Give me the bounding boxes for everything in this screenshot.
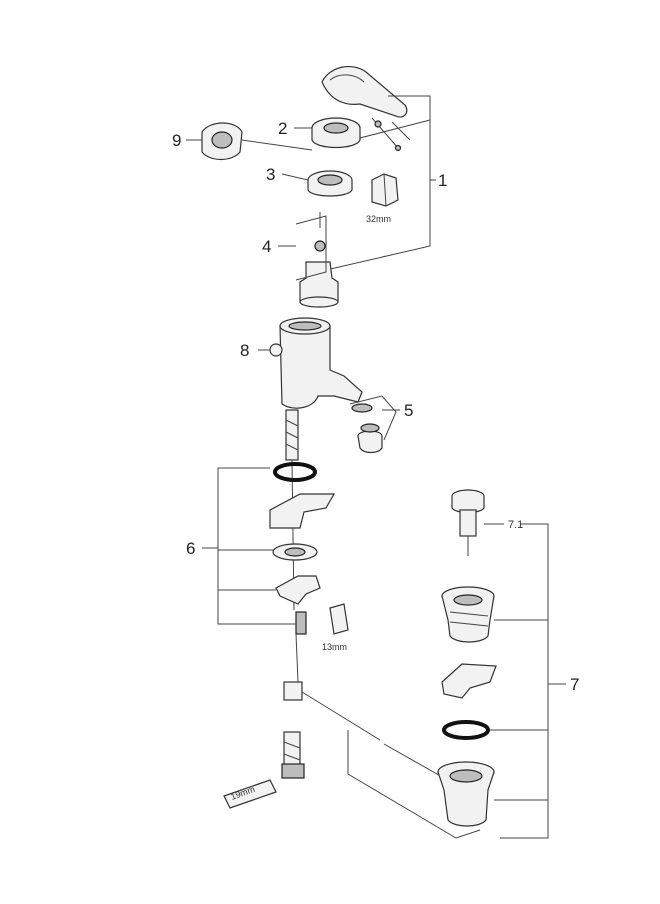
label-2: 2 [278,119,287,138]
threaded-stud [285,409,299,611]
horseshoe-washer [269,493,336,529]
handle-screw-set [371,117,411,152]
label-1: 1 [438,171,447,190]
lift-rod-lower [383,743,445,779]
popup-plug-7-1 [451,489,485,556]
o-ring-7 [442,720,490,740]
label-5: 5 [404,401,413,420]
rod-clamp [283,681,303,701]
dimension-32mm: 32mm [366,214,391,224]
pull-rod [295,633,299,683]
label-4: 4 [262,237,271,256]
fixing-nut-plate [275,575,321,605]
label-7: 7 [570,675,579,694]
wrench-socket [371,173,399,207]
label-9: 9 [172,131,181,150]
nut-part-3 [307,170,353,197]
lift-rod-upper [301,691,381,741]
leader-3 [281,173,309,181]
label-8: 8 [240,341,249,360]
faucet-body [269,317,363,409]
wrench-19mm [223,779,277,809]
bracket-5 [349,395,397,441]
label-7-1: 7.1 [508,519,523,531]
bracket-7 [500,523,549,839]
leader-9b [241,139,313,151]
label-6: 6 [186,539,195,558]
label-3: 3 [266,165,275,184]
limiter-part-9 [201,122,243,161]
bracket-4 [295,215,327,281]
aerator-part-5 [351,403,383,454]
cap-part-2 [311,117,361,149]
bracket-rod [347,730,481,839]
waste-body-lower [437,761,495,827]
waste-body-upper [441,586,495,643]
o-ring-6 [273,462,317,482]
wrench-13mm [329,603,349,635]
cartridge-part-4 [299,212,339,308]
horseshoe-washer-7 [441,663,497,699]
bracket-1 [325,95,436,271]
flat-washer [272,543,318,561]
bracket-6 [217,467,296,625]
flex-hose-connector [281,731,305,779]
nut-13mm [295,611,307,635]
lever-handle [321,65,408,118]
dimension-13mm: 13mm [322,642,347,652]
